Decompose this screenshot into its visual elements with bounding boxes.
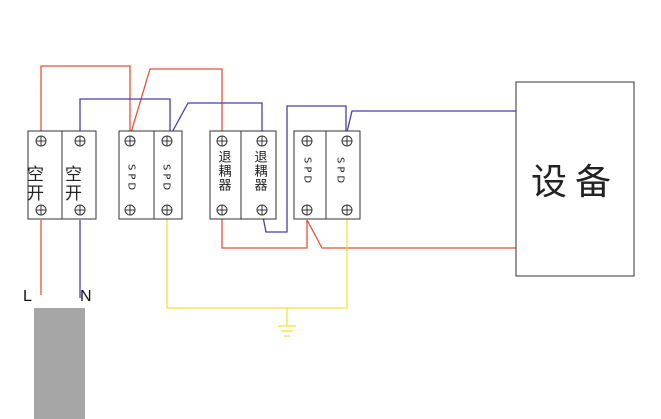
screw-terminal-icon — [124, 135, 136, 147]
breaker-1-label: 空开 — [23, 165, 44, 203]
screw-terminal-icon — [301, 135, 313, 147]
screw-terminal-icon — [74, 204, 86, 216]
equipment-label: 设备 — [531, 162, 619, 203]
spd-group-2: SPD SPD — [293, 130, 361, 220]
screw-terminal-icon — [35, 204, 47, 216]
breaker-2-label: 空开 — [61, 165, 82, 203]
decoupler-module-1[interactable] — [209, 130, 242, 220]
terminal-label-live: L — [23, 288, 32, 305]
equipment-box[interactable] — [515, 81, 635, 277]
screw-terminal-icon — [256, 135, 268, 147]
supply-cable — [34, 308, 85, 419]
decoupler-group: 退耦器 退耦器 — [209, 130, 277, 220]
spd-1-label: SPD — [126, 164, 137, 193]
spd-3-label: SPD — [302, 157, 313, 186]
screw-terminal-icon — [124, 204, 136, 216]
screw-terminal-icon — [161, 135, 173, 147]
decoupler-2-label: 退耦器 — [252, 150, 268, 192]
spd-module-3[interactable] — [293, 130, 327, 220]
spd-4-label: SPD — [335, 157, 346, 186]
terminal-label-neutral: N — [80, 288, 92, 305]
screw-terminal-icon — [74, 135, 86, 147]
spd-module-1[interactable] — [118, 130, 155, 220]
screw-terminal-icon — [341, 135, 353, 147]
screw-terminal-icon — [301, 204, 313, 216]
decoupler-1-label: 退耦器 — [216, 150, 232, 192]
screw-terminal-icon — [216, 135, 228, 147]
spd-module-4[interactable] — [325, 130, 361, 220]
breaker-group: 空开 空开 — [23, 130, 97, 220]
screw-terminal-icon — [341, 204, 353, 216]
neutral-wire-to-equipment — [345, 110, 516, 137]
neutral-wire-decoupler-to-spd — [261, 105, 347, 233]
screw-terminal-icon — [161, 204, 173, 216]
neutral-wire-top — [79, 98, 171, 136]
screw-terminal-icon — [256, 204, 268, 216]
screw-terminal-icon — [216, 204, 228, 216]
live-wire-decoupler-to-spd — [221, 212, 308, 249]
screw-terminals — [35, 135, 353, 216]
ground-symbol-icon — [278, 325, 296, 337]
live-wire-top — [40, 65, 131, 136]
screw-terminal-icon — [35, 135, 47, 147]
decoupler-module-2[interactable] — [240, 130, 277, 220]
live-wire-to-equipment — [306, 219, 516, 249]
ground-wire — [166, 212, 348, 309]
spd-2-label: SPD — [161, 164, 172, 193]
neutral-wire-spd-to-decoupler — [169, 102, 263, 137]
